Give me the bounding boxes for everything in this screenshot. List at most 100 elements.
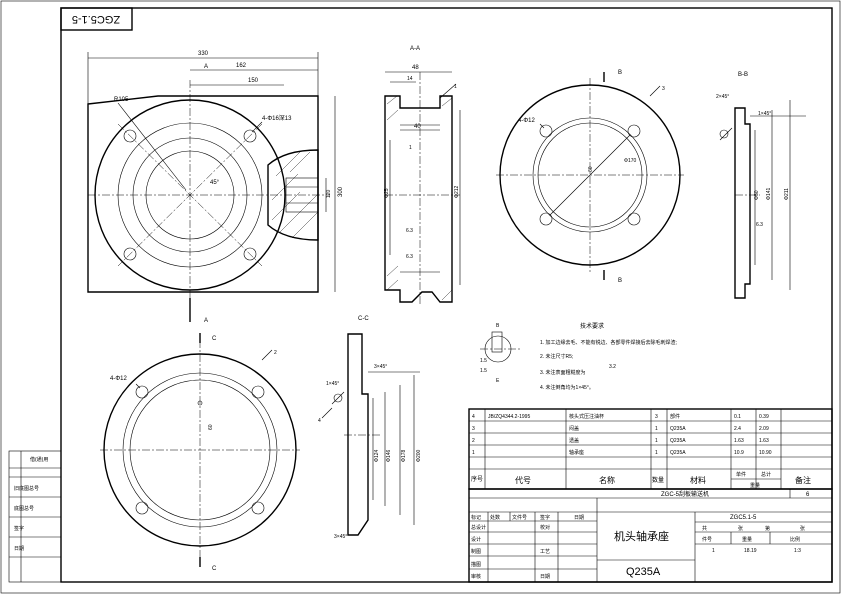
bom-h-note: 备注 <box>795 475 811 485</box>
label-section-aa: A-A <box>410 46 420 52</box>
bom-cell-name: 轴承座 <box>569 449 584 456</box>
sheet-label-3: 张 <box>800 525 805 532</box>
drawing-code: ZGC5.1-5 <box>72 13 120 25</box>
rough-aa-1: 6.3 <box>406 228 413 234</box>
dim-cc-d4: Φ200 <box>416 449 422 462</box>
dim-bb-chamfer2: 1×45° <box>758 111 771 117</box>
detail-l1: 1.5 <box>480 358 487 364</box>
weight-label-2: 比例 <box>790 536 800 543</box>
cut-c-bottom: C <box>212 566 217 572</box>
dim-cc-ch2: 3×45° <box>374 364 387 370</box>
cut-b-top: B <box>618 70 622 76</box>
bom-cell-name: 闷盖 <box>569 425 579 432</box>
strip-label-3: 签字 <box>14 525 24 532</box>
dim-aa-40: 40 <box>414 124 421 130</box>
bom-cell-total: 0.39 <box>759 414 769 420</box>
bom-cell-material: 部件 <box>670 413 680 420</box>
role-right-0: 校对 <box>540 524 550 531</box>
bom-h-no: 序号 <box>471 475 483 483</box>
rough-bb: 6.3 <box>756 222 763 228</box>
dim-b-pcd: Φ170 <box>624 158 637 164</box>
sheet-number: 6 <box>806 492 810 498</box>
section-cc: C-C 1×45° 3×45° 3×45° Φ124 Φ146 Φ178 Φ20… <box>318 316 422 540</box>
role-right-2: 工艺 <box>540 549 550 555</box>
view-b: 4-Φ12 Φ170 60 3 B B <box>496 70 684 284</box>
drawing-number: ZGC5.1-5 <box>730 515 757 521</box>
label-section-bb: B-B <box>738 72 748 78</box>
bom-cell-unit: 0.1 <box>734 414 741 420</box>
dim-front-150: 150 <box>248 78 259 84</box>
view-c: 4-Φ12 60 2 C C <box>100 333 300 572</box>
role-3: 描图 <box>471 561 481 568</box>
bom-cell-material: Q235A <box>670 426 686 432</box>
dim-cc-ch3: 3×45° <box>334 534 347 540</box>
dim-front-half: 162 <box>236 63 247 69</box>
dim-aa-dia-left: Φ25 <box>384 188 390 198</box>
note-3: 3. 未注表面粗糙度为 <box>540 369 586 376</box>
balloon-aa-1: 1 <box>409 145 412 151</box>
bom-h-weight: 重量 <box>750 482 760 489</box>
rev-label-4: 日期 <box>574 515 584 521</box>
section-aa: A-A 48 14 40 Φ25 Φ212 6.3 6.3 1 1 <box>384 46 461 306</box>
drawing-code-box: ZGC5.1-5 <box>60 7 133 31</box>
bom-cell-material: Q235A <box>670 450 686 456</box>
bom-cell-qty: 1 <box>655 426 658 432</box>
bom-cell-material: Q235A <box>670 438 686 444</box>
weight-val-0: 1 <box>712 548 715 554</box>
note-4: 4. 未注倒角均为1×45°。 <box>540 384 594 391</box>
rough-aa-2: 6.3 <box>406 254 413 260</box>
bom-cell-unit: 2.4 <box>734 426 741 432</box>
role-4: 审核 <box>471 573 481 580</box>
bom-cell-qty: 1 <box>655 450 658 456</box>
bom-cell-name: 透盖 <box>569 437 579 444</box>
detail-e: E <box>496 378 500 384</box>
balloon-cc-4: 4 <box>318 418 321 424</box>
note-3-rough: 3.2 <box>609 364 616 370</box>
dim-front-width: 330 <box>198 51 209 57</box>
bom-cell-unit: 10.9 <box>734 450 744 456</box>
dim-cc-ch1: 1×45° <box>326 381 339 387</box>
bom-cell-no: 2 <box>472 438 475 444</box>
bom-cell-total: 2.09 <box>759 426 769 432</box>
dim-bb-d2: Φ141 <box>766 187 772 200</box>
dim-bb-d3: Φ211 <box>784 188 790 200</box>
inner-frame <box>60 7 833 583</box>
dim-c-holes: 4-Φ12 <box>110 376 127 382</box>
bom-cell-no: 4 <box>472 414 475 420</box>
rev-label-0: 标记 <box>471 514 481 521</box>
detail-b: B <box>496 323 500 329</box>
dim-bb-chamfer: 2×45° <box>716 94 729 100</box>
sheet-label-0: 共 <box>702 525 707 532</box>
sheet-label-1: 张 <box>738 525 743 532</box>
role-right-4: 日期 <box>540 574 550 580</box>
role-2: 制图 <box>471 548 481 555</box>
assembly-name: ZGC-5刮板输送机 <box>661 490 709 498</box>
technical-notes: 技术要求 1. 加工边缘去毛、不能有锐边、各部零件焊接后去除毛刺焊渣; 2. 未… <box>540 322 677 391</box>
strip-label-0: 借(通)用 <box>30 456 48 463</box>
rev-label-2: 文件号 <box>512 514 527 521</box>
detail-view: 1.5 1.5 E B <box>480 323 520 384</box>
bom-cell-total: 10.90 <box>759 450 772 456</box>
role-0: 总设计 <box>471 524 486 531</box>
dim-front-holes: 4-Φ16深13 <box>262 114 292 122</box>
bom-cell-name: 核头式压注油杯 <box>569 413 604 420</box>
bom-cell-code: JB/ZQ4344.2-1995 <box>488 414 530 420</box>
balloon-c-2: 2 <box>274 350 277 356</box>
weight-label-0: 件号 <box>702 536 712 543</box>
bom-cell-no: 3 <box>472 426 475 432</box>
strip-label-2: 底图总号 <box>14 505 34 512</box>
bom-h-code: 代号 <box>515 475 531 485</box>
bom-h-qty: 数量 <box>652 476 664 484</box>
section-bb: B-B 2×45° 1×45° Φ50 Φ141 Φ211 6.3 <box>716 72 806 299</box>
dim-b-holes: 4-Φ12 <box>518 118 535 124</box>
dim-cc-d2: Φ146 <box>386 449 392 462</box>
dim-front-radius: R105 <box>114 97 129 103</box>
dim-aa-dia-right: Φ212 <box>454 185 460 198</box>
bom-h-name: 名称 <box>599 475 615 485</box>
notes-title: 技术要求 <box>580 322 604 330</box>
sheet-label-2: 第 <box>765 525 770 532</box>
title-block: ZGC-5刮板输送机 6 标记 处数 文件号 签字 日期 总设计 设计 制图 描… <box>468 488 833 583</box>
part-name: 机头轴承座 <box>614 529 669 543</box>
